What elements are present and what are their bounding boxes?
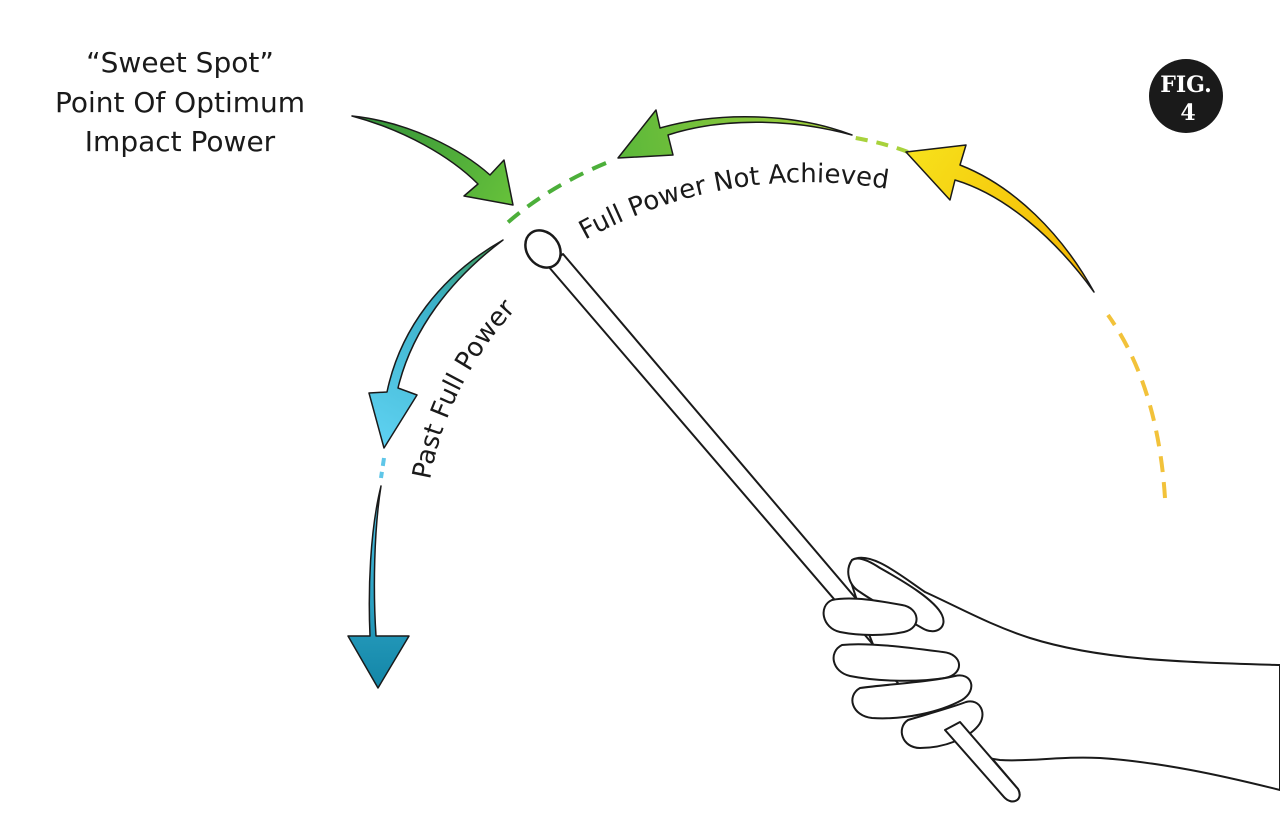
green-arrow-icon bbox=[617, 109, 853, 159]
badge-circle bbox=[1149, 59, 1223, 133]
arc-yellow-segment bbox=[1106, 313, 1167, 499]
arc-sweet-spot-segment bbox=[503, 161, 607, 227]
sweet-spot-arrow-icon bbox=[351, 115, 514, 206]
yellow-arrow-icon bbox=[905, 144, 1095, 293]
callout-line-3: Impact Power bbox=[85, 125, 276, 158]
label-full-power-not-achieved: Full Power Not Achieved bbox=[574, 159, 891, 246]
drumstick-grip-segment bbox=[944, 721, 1021, 803]
teal-arrow-icon bbox=[347, 485, 410, 689]
badge-line-1: FIG. bbox=[1160, 72, 1212, 98]
hand-icon bbox=[822, 556, 1280, 791]
callout-line-1: “Sweet Spot” bbox=[86, 46, 274, 79]
callout-line-2: Point Of Optimum bbox=[55, 86, 305, 119]
swing-arc bbox=[379, 135, 1167, 499]
badge-line-2: 4 bbox=[1180, 100, 1195, 126]
arc-light-green-segment bbox=[849, 135, 909, 154]
arc-blue-segment bbox=[379, 457, 386, 479]
figure-badge-icon: FIG. 4 bbox=[1149, 59, 1223, 133]
blue-arrow-icon bbox=[368, 239, 504, 449]
sweet-spot-callout: “Sweet Spot” Point Of Optimum Impact Pow… bbox=[55, 46, 305, 158]
